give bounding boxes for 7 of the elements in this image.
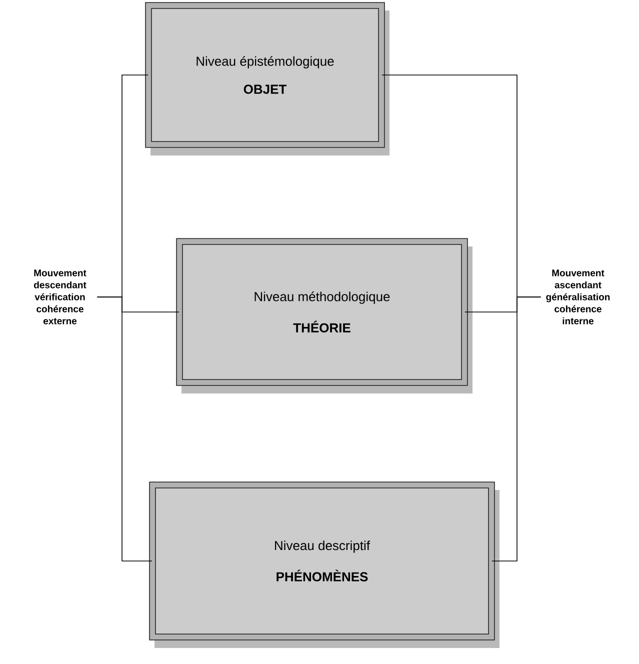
level-box: Niveau méthodologique THÉORIE [176,238,472,394]
connector-line [492,296,542,562]
level-box: Niveau descriptif PHÉNOMÈNES [149,482,500,648]
level-box: Niveau épistémologique OBJET [145,2,390,156]
side-label: Mouvement descendant vérification cohérence externe [34,270,86,324]
side-label: Mouvement ascendant généralisation cohérence interne [546,270,610,324]
connector-line [96,296,152,562]
